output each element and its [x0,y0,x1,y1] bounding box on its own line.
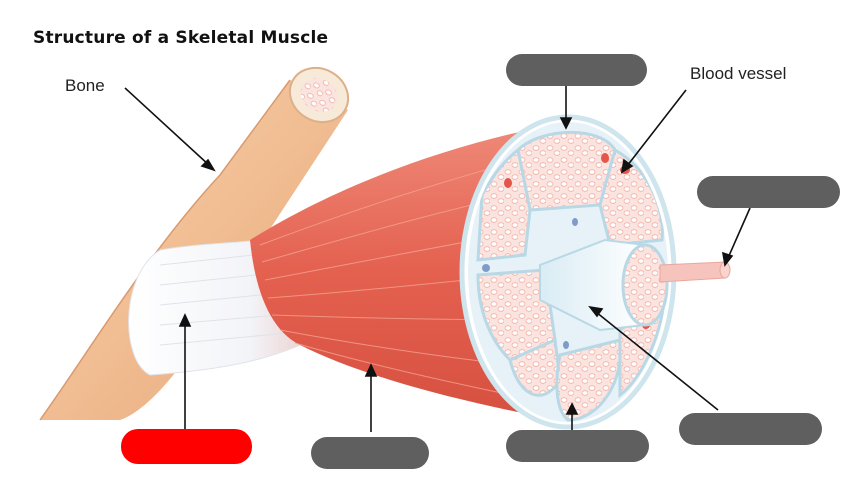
blood-vessel-label: Blood vessel [690,64,786,84]
diagram-title: Structure of a Skeletal Muscle [33,28,328,48]
label-box-bottom-center-right[interactable] [506,430,649,462]
label-box-right-upper[interactable] [697,176,840,208]
bone-label: Bone [65,76,105,96]
muscle-fiber [660,262,730,282]
label-box-bottom-center[interactable] [311,437,429,469]
label-box-bottom-left-selected[interactable] [121,429,252,464]
label-box-top-center[interactable] [506,54,647,86]
label-box-right-lower[interactable] [679,413,822,445]
